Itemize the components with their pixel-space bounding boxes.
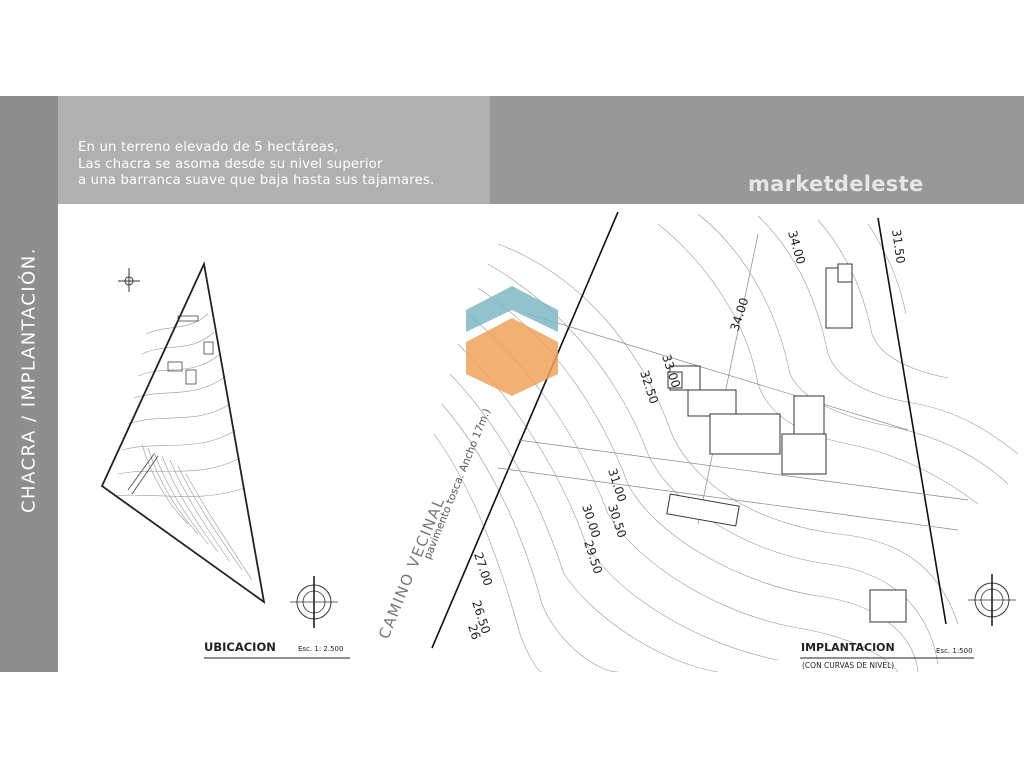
intro-line: a una barranca suave que baja hasta sus … — [78, 173, 435, 188]
road-edge-line — [431, 211, 619, 649]
contour-label: 26 — [465, 623, 483, 642]
contour-label: 34.00 — [728, 296, 752, 333]
brand-watermark-logo — [466, 286, 558, 396]
implantacion-lot-lines — [431, 211, 947, 649]
contour-label: 30.50 — [605, 503, 629, 540]
pool — [666, 493, 740, 527]
contour-label: 29.50 — [581, 539, 605, 576]
implantacion-contours — [433, 213, 1019, 672]
implantacion-compass — [968, 574, 1016, 626]
plans-area: UBICACION Esc. 1: 2.500 IMPLANTACION Esc… — [58, 204, 1024, 672]
ubicacion-compass — [290, 576, 338, 628]
implantacion-grid-lines — [497, 233, 969, 531]
intro-line: Las chacra se asoma desde su nivel super… — [78, 156, 383, 172]
contour-label: 30.00 — [579, 503, 603, 540]
intro-line: En un terreno elevado de 5 hectáreas, — [78, 140, 339, 155]
plot-boundary — [100, 261, 266, 605]
intro-box: En un terreno elevado de 5 hectáreas, La… — [58, 96, 490, 204]
sidebar-title: CHACRA / IMPLANTACIÓN. — [18, 246, 40, 514]
road-sublabel: pavimento tosca. Ancho 17m.) — [422, 407, 494, 561]
ubicacion-title: UBICACION — [204, 640, 276, 654]
ubicacion-plot — [100, 261, 350, 659]
contour-label: 31.00 — [605, 467, 629, 504]
service-building — [869, 589, 907, 623]
guest-house-annex — [837, 263, 853, 283]
brand-bar: marketdeleste — [490, 96, 1024, 204]
contour-label: 31.50 — [889, 228, 908, 264]
sidebar — [0, 96, 58, 672]
lot-edge-line — [877, 217, 947, 625]
ubicacion-contours — [113, 313, 253, 581]
intro-text: En un terreno elevado de 5 hectáreas, La… — [78, 140, 434, 190]
contour-label: 27.00 — [471, 551, 495, 588]
implantacion-title: IMPLANTACION — [801, 641, 895, 654]
contour-label: 32.50 — [637, 369, 661, 406]
ubicacion-scale: Esc. 1: 2.500 — [298, 645, 343, 653]
main-house — [667, 365, 827, 475]
brand-logo-text: marketdeleste — [748, 172, 924, 196]
contour-label: 33.00 — [659, 353, 683, 390]
implantacion-subtitle: (CON CURVAS DE NIVEL) — [802, 661, 894, 670]
implantacion-buildings — [666, 263, 907, 623]
implantacion-scale: Esc. 1:500 — [936, 647, 973, 655]
ubicacion-buildings — [127, 315, 214, 495]
ubicacion-north-mark — [118, 268, 140, 292]
contour-label: 34.00 — [785, 229, 808, 266]
site-plans-drawing: UBICACION Esc. 1: 2.500 IMPLANTACION Esc… — [100, 211, 1019, 672]
